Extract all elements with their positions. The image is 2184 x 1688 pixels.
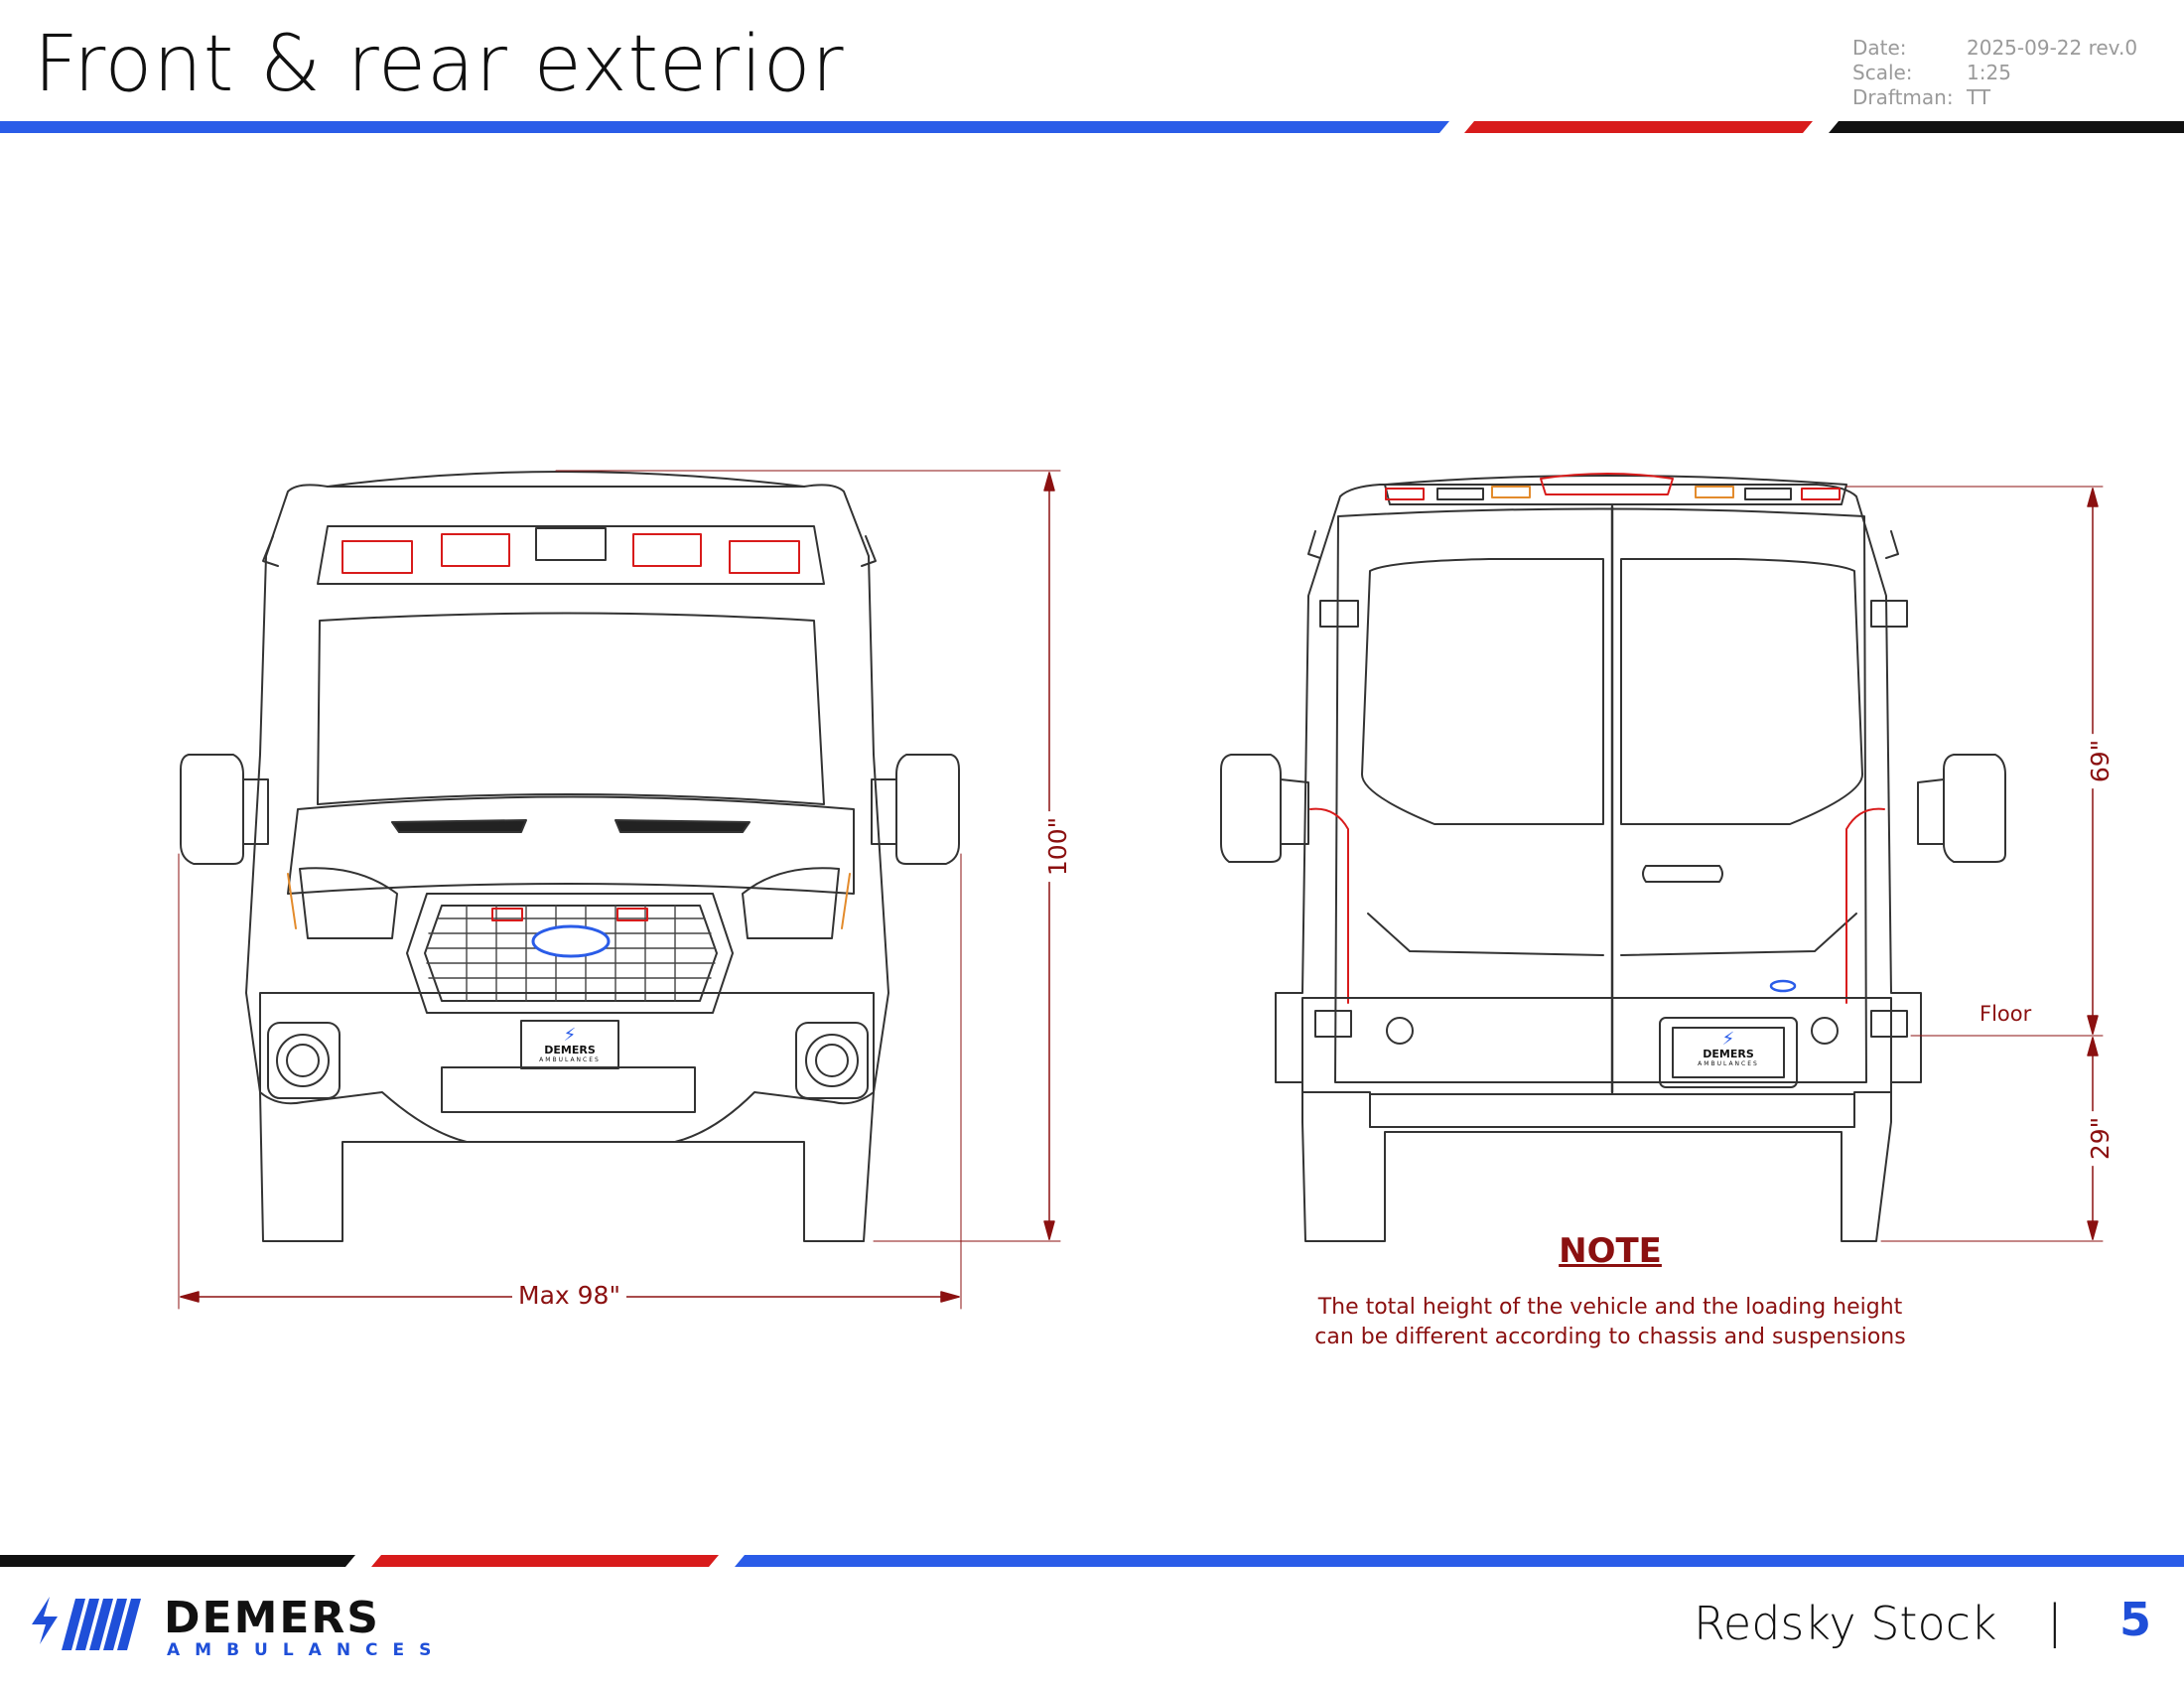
footer-brand: DEMERS	[164, 1593, 380, 1643]
footer-stripe-red	[371, 1555, 719, 1567]
note-text: The total height of the vehicle and the …	[1253, 1293, 1968, 1352]
footer-stripe-blue	[735, 1555, 2184, 1567]
rear-plate-logo-icon: ⚡	[1721, 1029, 1735, 1050]
demers-logo-icon	[32, 1597, 141, 1650]
rear-plate-brand: DEMERS	[1703, 1048, 1754, 1060]
page-title: Front & rear exterior	[34, 20, 845, 109]
footer-separator: |	[2047, 1595, 2063, 1648]
note-line-2: can be different according to chassis an…	[1314, 1325, 1906, 1349]
meta-draftman-label: Draftman:	[1852, 85, 1954, 109]
meta-draftman-value: TT	[1967, 85, 1991, 109]
front-height-dimension: 100"	[1043, 810, 1073, 883]
meta-scale-value: 1:25	[1967, 61, 2011, 84]
rear-lower-dimension: 29"	[2086, 1110, 2116, 1167]
footer-document-title: Redsky Stock	[1694, 1597, 1997, 1650]
front-plate-logo-icon: ⚡	[563, 1025, 577, 1046]
meta-date-value: 2025-09-22 rev.0	[1967, 36, 2138, 60]
header-stripe-blue	[0, 121, 1449, 133]
header-stripe-black	[1829, 121, 2184, 133]
front-dimensions	[178, 470, 1061, 1310]
note-title: NOTE	[1559, 1231, 1662, 1271]
footer-stripe-black	[0, 1555, 355, 1567]
drawing-metadata: Date: 2025-09-22 rev.0 Scale: 1:25 Draft…	[1852, 36, 2137, 110]
meta-scale-label: Scale:	[1852, 61, 1913, 84]
meta-scale: Scale: 1:25	[1852, 61, 2137, 85]
meta-date: Date: 2025-09-22 rev.0	[1852, 36, 2137, 61]
page-number: 5	[2119, 1593, 2152, 1646]
header-stripe-red	[1464, 121, 1813, 133]
meta-draftman: Draftman: TT	[1852, 85, 2137, 110]
rear-upper-dimension: 69"	[2086, 733, 2116, 789]
front-plate-brand: DEMERS	[544, 1044, 596, 1056]
footer-brand-sub: AMBULANCES	[167, 1640, 447, 1660]
front-license-plate: ⚡ DEMERS AMBULANCES	[530, 1027, 610, 1064]
rear-plate-sub: AMBULANCES	[1698, 1060, 1759, 1067]
rear-license-plate: ⚡ DEMERS AMBULANCES	[1688, 1031, 1769, 1068]
rear-view-drawing	[1220, 473, 2006, 1242]
front-width-dimension: Max 98"	[512, 1281, 626, 1310]
meta-date-label: Date:	[1852, 36, 1907, 60]
floor-label: Floor	[1979, 1002, 2032, 1026]
front-view-drawing	[180, 471, 960, 1242]
note-line-1: The total height of the vehicle and the …	[1317, 1295, 1903, 1320]
front-plate-sub: AMBULANCES	[539, 1056, 601, 1063]
